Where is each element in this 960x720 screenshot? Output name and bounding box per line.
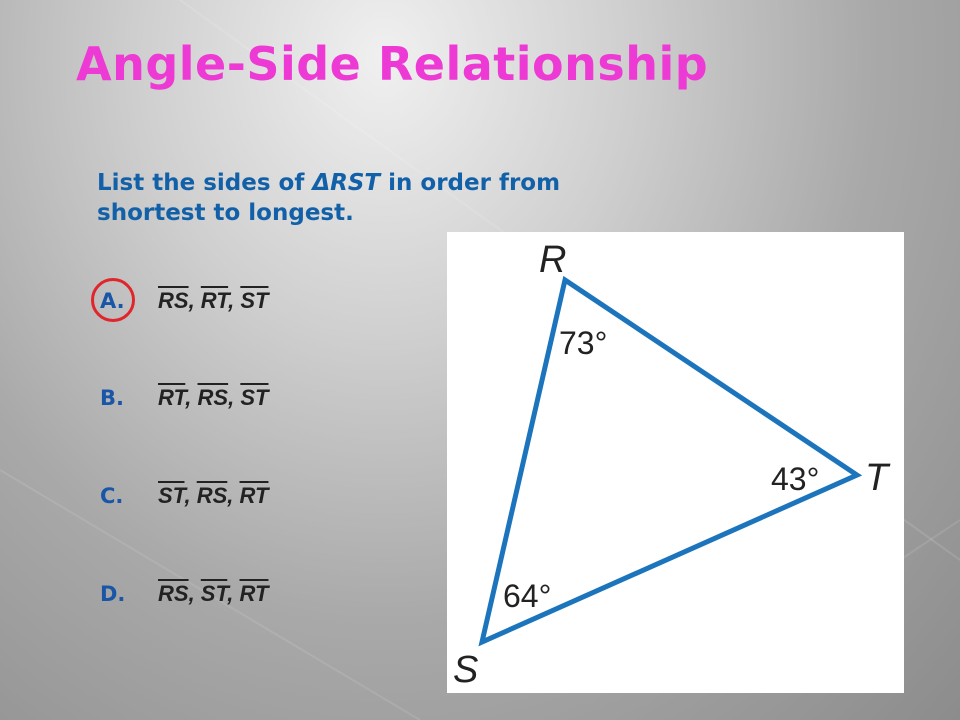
angle-label-s: 64° — [503, 578, 551, 614]
slide-title: Angle-Side Relationship — [76, 37, 709, 91]
triangle-rst — [478, 275, 863, 647]
option-c-sides: ST, RS, RT — [158, 483, 269, 508]
question-prefix: List the sides of — [97, 170, 313, 196]
segment: RT — [239, 483, 269, 508]
option-a-sides: RS, RT, ST — [158, 288, 269, 313]
segment: RS — [197, 385, 229, 410]
segment: RS — [158, 581, 189, 606]
vertex-label-t: T — [865, 457, 891, 499]
triangle-figure: R T S 73° 43° 64° — [447, 232, 904, 693]
option-d-sides: RS, ST, RT — [158, 581, 269, 606]
segment: ST — [158, 483, 185, 508]
angle-label-t: 43° — [771, 461, 819, 497]
segment: ST — [240, 288, 269, 313]
triangle-diagram: R T S 73° 43° 64° — [453, 239, 891, 691]
segment: RT — [239, 581, 269, 606]
option-c-letter: C. — [100, 484, 124, 508]
segment: RS — [196, 483, 228, 508]
vertex-label-r: R — [539, 239, 566, 281]
segment: RT — [158, 385, 186, 410]
question-suffix: in order from shortest to longest. — [97, 170, 561, 226]
segment: RS — [158, 288, 189, 313]
triangle-name: ΔRST — [312, 170, 381, 196]
vertex-label-s: S — [453, 649, 478, 691]
option-a-letter: A. — [100, 289, 125, 313]
option-b-letter: B. — [100, 386, 124, 410]
option-d-letter: D. — [100, 582, 126, 606]
segment: RT — [200, 288, 229, 313]
segment: ST — [200, 581, 228, 606]
segment: ST — [240, 385, 269, 410]
option-b-sides: RT, RS, ST — [158, 385, 269, 410]
angle-label-r: 73° — [559, 325, 607, 361]
question-text: List the sides of ΔRST in order from sho… — [97, 168, 657, 228]
selected-answer-circle — [91, 278, 135, 322]
